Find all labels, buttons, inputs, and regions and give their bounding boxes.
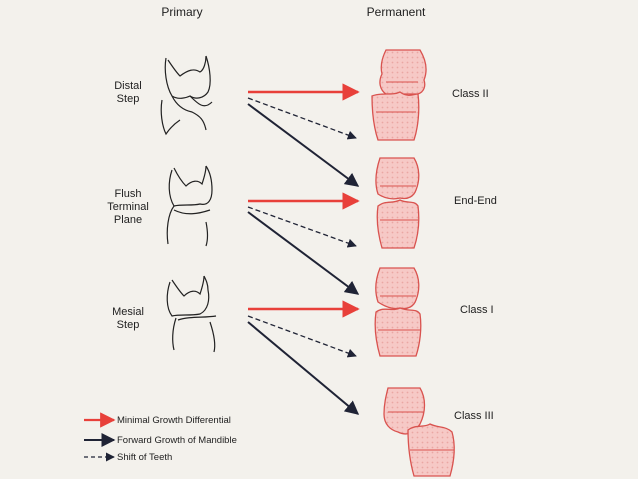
legend-shift-of-teeth: Shift of Teeth bbox=[117, 452, 173, 463]
arrow-distal-to-end-end-dark bbox=[247, 103, 360, 187]
label-distal-step: Distal Step bbox=[114, 80, 142, 105]
arrow-mesial-to-class-iii-dark bbox=[247, 321, 360, 415]
arrow-distal-shift-dashed bbox=[247, 97, 357, 140]
primary-molar-distal-step bbox=[160, 55, 213, 136]
legend-minimal-growth: Minimal Growth Differential bbox=[117, 415, 231, 426]
header-permanent: Permanent bbox=[366, 5, 426, 19]
legend-forward-growth: Forward Growth of Mandible bbox=[117, 435, 237, 446]
label-flush-terminal-plane: Flush Terminal Plane bbox=[107, 188, 149, 226]
header-primary: Primary bbox=[161, 5, 203, 19]
arrow-mesial-shift-dashed bbox=[247, 315, 357, 358]
arrow-flush-shift-dashed bbox=[247, 206, 357, 248]
arrow-flush-to-class-i-dark bbox=[247, 211, 360, 295]
permanent-molar-class-ii bbox=[371, 49, 427, 141]
label-class-iii: Class III bbox=[454, 410, 494, 422]
permanent-molar-class-i bbox=[374, 267, 422, 357]
label-class-ii: Class II bbox=[452, 88, 489, 100]
primary-molar-mesial-step bbox=[166, 275, 217, 353]
label-class-i: Class I bbox=[460, 304, 494, 316]
label-end-end: End-End bbox=[454, 195, 497, 207]
permanent-molar-end-end bbox=[375, 157, 420, 249]
primary-molar-flush-terminal-plane bbox=[166, 165, 213, 247]
label-mesial-step: Mesial Step bbox=[112, 306, 144, 331]
permanent-molar-class-iii bbox=[383, 387, 455, 477]
